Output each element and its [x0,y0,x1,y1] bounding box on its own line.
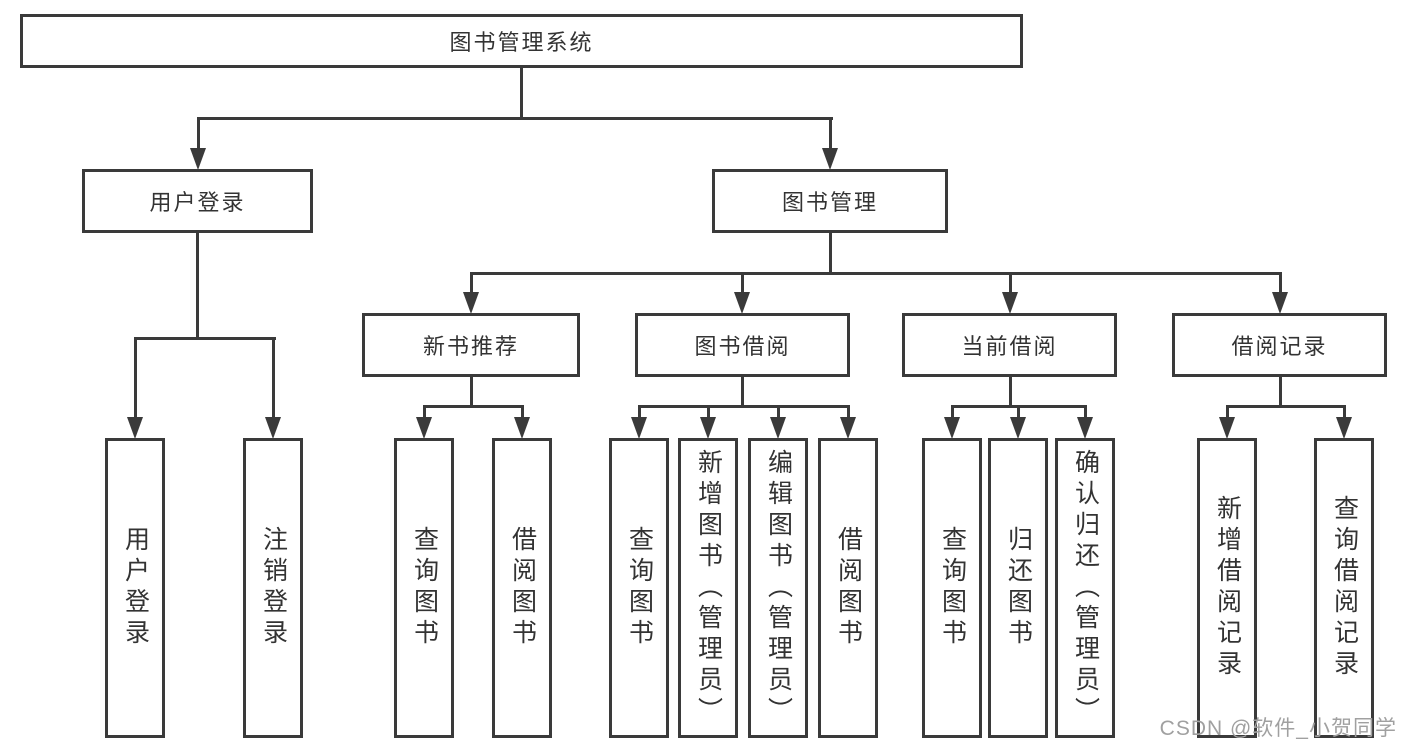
arrowhead-down-icon [1010,417,1026,439]
leaf-add-borrow-record: 新增借阅记录 [1197,438,1257,738]
connector-stub [1017,405,1020,421]
arrowhead-down-icon [822,148,838,170]
arrowhead-down-icon [631,417,647,439]
arrowhead-down-icon [770,417,786,439]
node-new-book-recommend: 新书推荐 [362,313,580,377]
node-current-borrow: 当前借阅 [902,313,1117,377]
leaf-query-books-current: 查询图书 [922,438,982,738]
arrowhead-down-icon [1002,292,1018,314]
connector-user-login-drop [196,233,199,340]
connector-user-login-rail [134,337,276,340]
connector-borrow-records-rail [1226,405,1345,408]
connector-book-borrow-drop [741,377,744,408]
connector-stub [847,405,850,421]
connector-stub-book-management [829,117,832,150]
leaf-query-books-recommend: 查询图书 [394,438,454,738]
arrowhead-down-icon [190,148,206,170]
leaf-edit-book-admin: 编辑图书（管理员） [748,438,808,738]
leaf-return-book: 归还图书 [988,438,1048,738]
connector-book-management-rail [470,272,1281,275]
leaf-user-login: 用户登录 [105,438,165,738]
arrowhead-down-icon [1272,292,1288,314]
arrowhead-down-icon [840,417,856,439]
leaf-query-books-borrow: 查询图书 [609,438,669,738]
connector-stub [638,405,641,421]
connector-book-borrow-rail [638,405,850,408]
connector-root-drop [520,68,523,117]
connector-stub-user-login [197,117,200,150]
node-borrow-records: 借阅记录 [1172,313,1387,377]
connector-stub [1343,405,1346,421]
connector-stub [423,405,426,421]
arrowhead-down-icon [1219,417,1235,439]
connector-stub-new-book [470,272,473,296]
leaf-query-borrow-record: 查询借阅记录 [1314,438,1374,738]
connector-stub [707,405,710,421]
connector-stub-borrow-records [1279,272,1282,296]
node-user-login: 用户登录 [82,169,313,233]
connector-new-book-drop [470,377,473,408]
arrowhead-down-icon [416,417,432,439]
arrowhead-down-icon [514,417,530,439]
arrowhead-down-icon [700,417,716,439]
connector-stub-leaf-logout [272,337,275,419]
connector-stub-leaf-user-login [134,337,137,419]
node-root: 图书管理系统 [20,14,1023,68]
connector-root-rail [197,117,833,120]
leaf-logout: 注销登录 [243,438,303,738]
arrowhead-down-icon [1336,417,1352,439]
arrowhead-down-icon [1077,417,1093,439]
leaf-borrow-books-recommend: 借阅图书 [492,438,552,738]
connector-book-management-drop [829,233,832,275]
connector-stub [951,405,954,421]
node-book-management: 图书管理 [712,169,948,233]
arrowhead-down-icon [265,417,281,439]
leaf-borrow-books-borrow: 借阅图书 [818,438,878,738]
leaf-add-book-admin: 新增图书（管理员） [678,438,738,738]
arrowhead-down-icon [127,417,143,439]
connector-stub [1226,405,1229,421]
arrowhead-down-icon [734,292,750,314]
arrowhead-down-icon [463,292,479,314]
watermark-text: CSDN @软件_小贺同学 [1159,717,1397,740]
leaf-confirm-return-admin: 确认归还（管理员） [1055,438,1115,738]
connector-stub-book-borrow [741,272,744,296]
arrowhead-down-icon [944,417,960,439]
connector-new-book-rail [423,405,524,408]
connector-stub [521,405,524,421]
connector-stub [777,405,780,421]
connector-borrow-records-drop [1279,377,1282,408]
connector-current-borrow-drop [1009,377,1012,408]
connector-stub [1084,405,1087,421]
node-book-borrow: 图书借阅 [635,313,850,377]
connector-stub-current-borrow [1009,272,1012,296]
